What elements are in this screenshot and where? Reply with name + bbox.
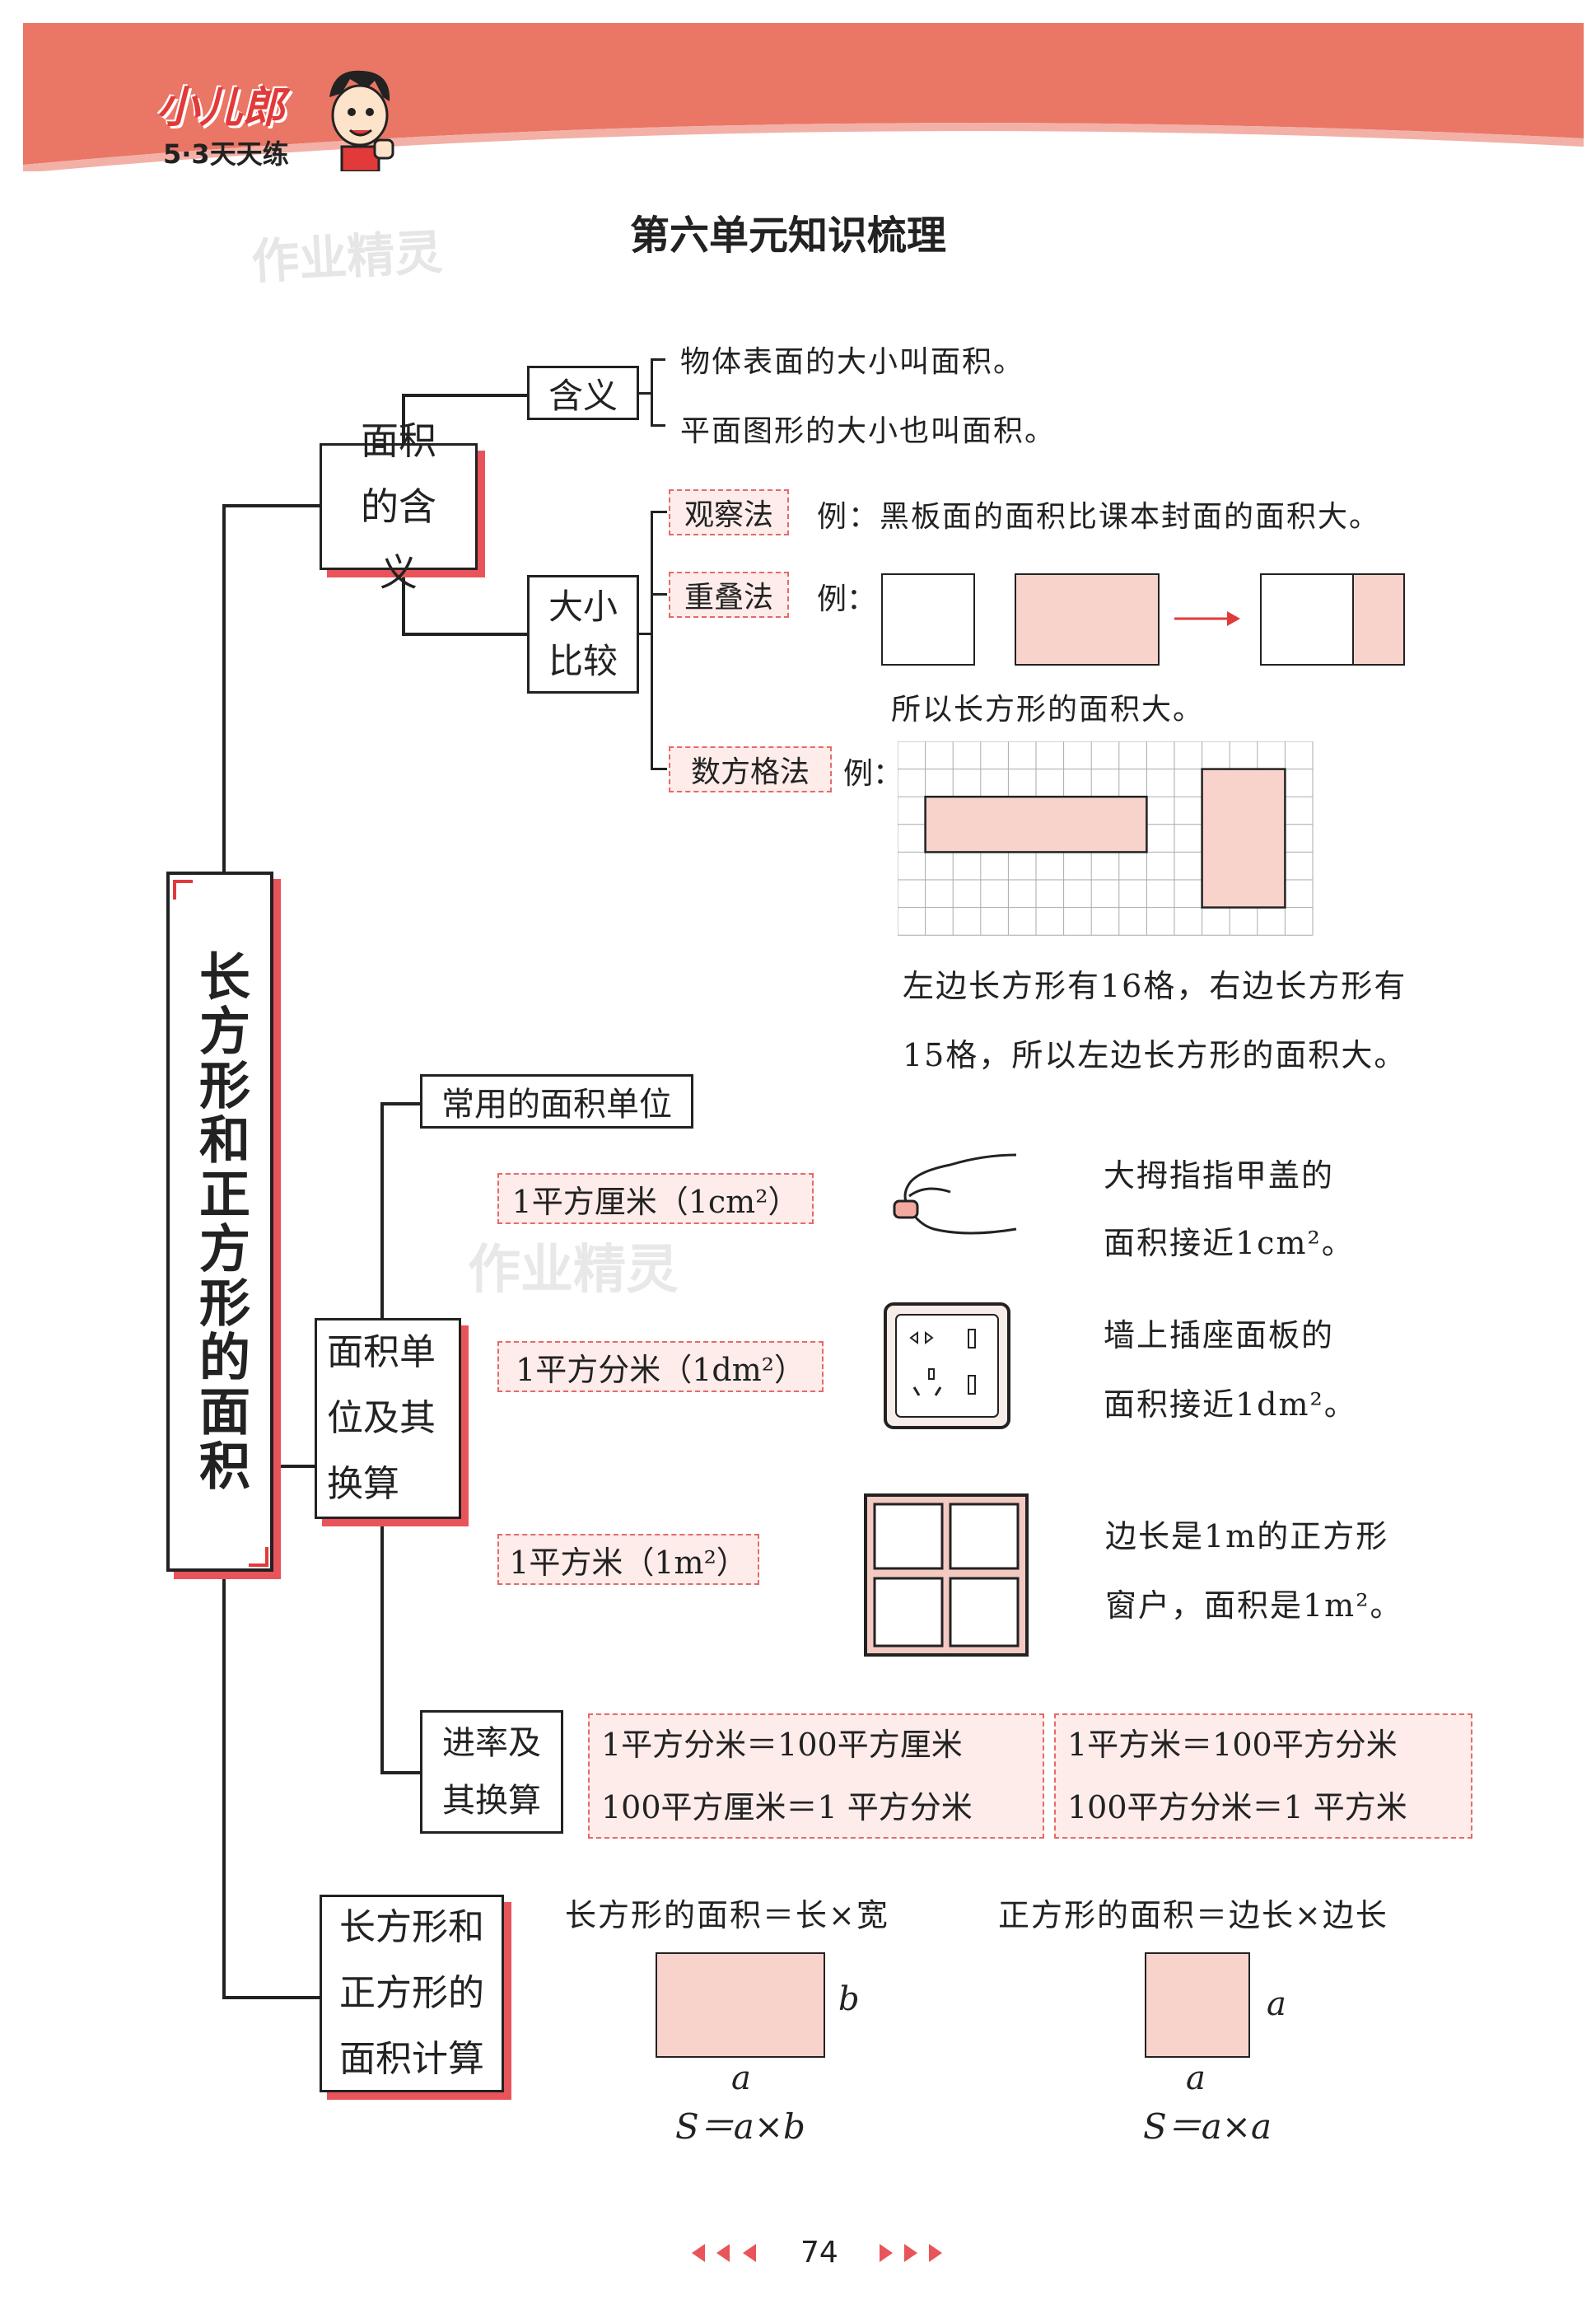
square-shape [881,573,975,666]
rect-formula: 长方形的面积＝长×宽 [565,1897,889,1933]
conversion-left-2: 100平方厘米＝1 平方分米 [601,1789,973,1825]
calc-label-3: 面积计算 [339,2038,484,2080]
square-side-b: a [1267,1985,1286,2023]
watermark: 作业精灵 [250,223,444,291]
socket-icon [884,1302,1010,1429]
compare-box: 大小 比较 [527,575,639,694]
meaning-label: 面积的含义 [361,418,436,595]
unit-m2-desc-1: 边长是1m的正方形 [1105,1518,1389,1554]
mascot-icon [329,70,394,171]
arrow-right-icon [1174,611,1240,626]
prev-arrows-icon [692,2244,756,2262]
method-overlap-example: 例： [817,582,877,616]
unit-cm2-desc-2: 面积接近1cm²。 [1104,1225,1355,1261]
conversion-box: 进率及 其换算 [420,1710,563,1834]
conversion-label-1: 进率及 [442,1724,541,1762]
method-overlap: 重叠法 [669,572,789,618]
rect-area-shape [656,1952,825,2058]
method-grid-result-1: 左边长方形有16格，右边长方形有 [903,968,1407,1004]
rect-symbolic: S＝a×b [675,2106,805,2147]
calc-label-2: 正方形的 [339,1972,484,2014]
square-area-shape [1145,1952,1250,2058]
square-side-a: a [1186,2059,1206,2097]
main-topic-box: 长方形和正方形的面积 [166,872,273,1572]
square-formula: 正方形的面积＝边长×边长 [998,1897,1388,1933]
conversion-left-1: 1平方分米＝100平方厘米 [601,1727,963,1763]
method-observe-example: 例：黑板面的面积比课本封面的面积大。 [817,500,1381,534]
conversion-label-2: 其换算 [442,1782,541,1820]
method-grid: 数方格法 [669,746,832,792]
square-symbolic: S＝a×a [1143,2106,1272,2147]
header-banner [23,23,1584,171]
rectangle-shape [1015,573,1160,666]
window-icon [864,1493,1029,1657]
conversion-left: 1平方分米＝100平方厘米 100平方厘米＝1 平方分米 [588,1713,1044,1839]
rect-side-a: a [731,2059,751,2097]
common-units-box: 常用的面积单位 [420,1074,693,1129]
method-overlap-result: 所以长方形的面积大。 [891,693,1205,727]
method-grid-example: 例： [843,757,903,791]
definition-label: 含义 [548,375,618,416]
units-box: 面积单 位及其 换算 [315,1318,461,1519]
meaning-box: 面积的含义 [320,418,478,595]
unit-dm2: 1平方分米（1dm²） [497,1341,824,1392]
calc-label-1: 长方形和 [339,1906,484,1948]
method-observe: 观察法 [669,489,789,535]
definition-item-2: 平面图形的大小也叫面积。 [680,414,1057,448]
watermark-2: 作业精灵 [468,1240,679,1301]
page-number: 74 [800,2236,838,2269]
main-topic-text: 长方形和正方形的面积 [190,950,250,1493]
compare-label-1: 大小 [548,587,618,627]
unit-dm2-desc-1: 墙上插座面板的 [1104,1317,1335,1353]
calc-box: 长方形和 正方形的 面积计算 [320,1895,504,2092]
overlap-square [1260,573,1354,666]
conversion-right: 1平方米＝100平方分米 100平方分米＝1 平方米 [1054,1713,1472,1839]
next-arrows-icon [880,2244,942,2262]
rect-side-b: b [838,1980,860,2018]
definition-box: 含义 [527,366,639,420]
compare-label-2: 比较 [548,641,618,681]
unit-m2-desc-2: 窗户，面积是1m²。 [1105,1587,1403,1624]
conversion-right-1: 1平方米＝100平方分米 [1067,1727,1398,1763]
page-title: 第六单元知识梳理 [630,213,947,259]
unit-cm2: 1平方厘米（1cm²） [497,1173,814,1224]
units-label-3: 换算 [327,1463,399,1505]
unit-dm2-desc-2: 面积接近1dm²。 [1104,1386,1357,1423]
units-label-1: 面积单 [327,1331,436,1373]
brand-logo: 小儿郎 [156,83,286,133]
unit-m2: 1平方米（1m²） [497,1534,759,1585]
grid-diagram [898,741,1314,936]
series-label: 5·3天天练 [163,138,289,170]
definition-item-1: 物体表面的大小叫面积。 [680,345,1025,379]
unit-cm2-desc-1: 大拇指指甲盖的 [1104,1157,1335,1194]
conversion-right-2: 100平方分米＝1 平方米 [1067,1789,1407,1825]
units-label-2: 位及其 [327,1397,436,1439]
thumb-icon [893,1153,1017,1235]
common-units-label: 常用的面积单位 [441,1086,672,1124]
method-grid-result-2: 15格，所以左边长方形的面积大。 [903,1037,1407,1073]
